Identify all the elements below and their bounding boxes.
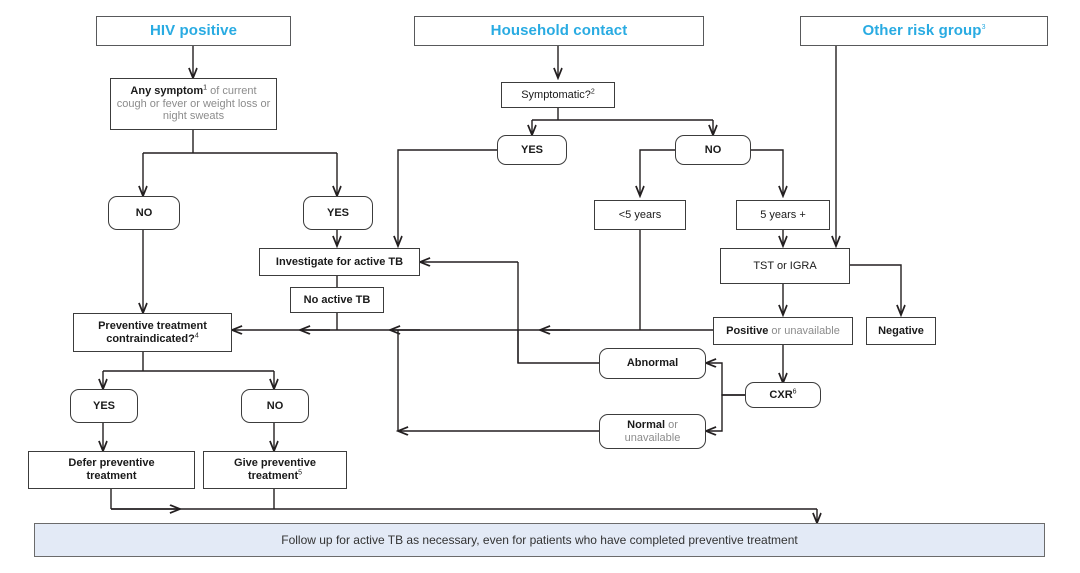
- node-tst-or-igra[interactable]: TST or IGRA: [720, 248, 850, 284]
- node-symptomatic-no[interactable]: NO: [675, 135, 751, 165]
- node-abnormal-label: Abnormal: [626, 357, 679, 370]
- node-symptomatic-no-label: NO: [704, 143, 722, 156]
- node-under-5-years[interactable]: <5 years: [594, 200, 686, 230]
- node-contraindicated-yes[interactable]: YES: [70, 389, 138, 423]
- node-no-active-tb[interactable]: No active TB: [290, 287, 384, 313]
- node-abnormal[interactable]: Abnormal: [599, 348, 706, 379]
- node-symptomatic[interactable]: Symptomatic?2: [501, 82, 615, 108]
- node-hiv-no[interactable]: NO: [108, 196, 180, 230]
- node-positive-or-unavailable[interactable]: Positive or unavailable: [713, 317, 853, 345]
- node-negative-label: Negative: [878, 324, 924, 337]
- node-cxr-label: CXR6: [769, 387, 797, 401]
- node-contraindicated-no-label: NO: [266, 399, 284, 412]
- followup-banner[interactable]: Follow up for active TB as necessary, ev…: [34, 523, 1045, 557]
- footnote-ref-6: 6: [792, 387, 797, 395]
- node-any-symptom[interactable]: Any symptom1 of current cough or fever o…: [110, 78, 277, 130]
- node-5-years-plus-label: 5 years +: [760, 208, 806, 221]
- node-under-5-years-label: <5 years: [618, 208, 662, 221]
- node-hiv-yes[interactable]: YES: [303, 196, 373, 230]
- node-normal-label: Normal or unavailable: [624, 418, 681, 444]
- node-positive-label: Positive or unavailable: [726, 324, 840, 337]
- header-household-contact[interactable]: Household contact: [414, 16, 704, 46]
- node-no-active-tb-label: No active TB: [303, 293, 371, 306]
- node-hiv-no-label: NO: [135, 206, 153, 219]
- header-household-contact-label: Household contact: [490, 22, 628, 40]
- node-investigate-active-tb-label: Investigate for active TB: [275, 255, 404, 268]
- header-hiv-positive[interactable]: HIV positive: [96, 16, 291, 46]
- node-hiv-yes-label: YES: [326, 206, 349, 219]
- node-contraindicated-no[interactable]: NO: [241, 389, 309, 423]
- header-hiv-positive-label: HIV positive: [149, 22, 238, 40]
- node-contraindicated-yes-label: YES: [92, 399, 115, 412]
- footnote-ref-5: 5: [298, 469, 303, 477]
- footnote-ref-3: 3: [981, 24, 986, 32]
- node-negative[interactable]: Negative: [866, 317, 936, 345]
- footnote-ref-1: 1: [203, 83, 208, 91]
- footnote-ref-4: 4: [194, 331, 199, 339]
- header-other-risk-group-label: Other risk group3: [862, 22, 986, 40]
- node-tst-or-igra-label: TST or IGRA: [753, 259, 817, 272]
- node-investigate-active-tb[interactable]: Investigate for active TB: [259, 248, 420, 276]
- followup-banner-label: Follow up for active TB as necessary, ev…: [281, 533, 798, 547]
- node-cxr[interactable]: CXR6: [745, 382, 821, 408]
- node-normal-or-unavailable[interactable]: Normal or unavailable: [599, 414, 706, 449]
- footnote-ref-2: 2: [590, 87, 595, 95]
- node-symptomatic-label: Symptomatic?2: [521, 87, 595, 101]
- node-5-years-plus[interactable]: 5 years +: [736, 200, 830, 230]
- node-symptomatic-yes-label: YES: [520, 143, 543, 156]
- node-symptomatic-yes[interactable]: YES: [497, 135, 567, 165]
- node-any-symptom-label: Any symptom1 of current cough or fever o…: [116, 83, 271, 123]
- header-other-risk-group[interactable]: Other risk group3: [800, 16, 1048, 46]
